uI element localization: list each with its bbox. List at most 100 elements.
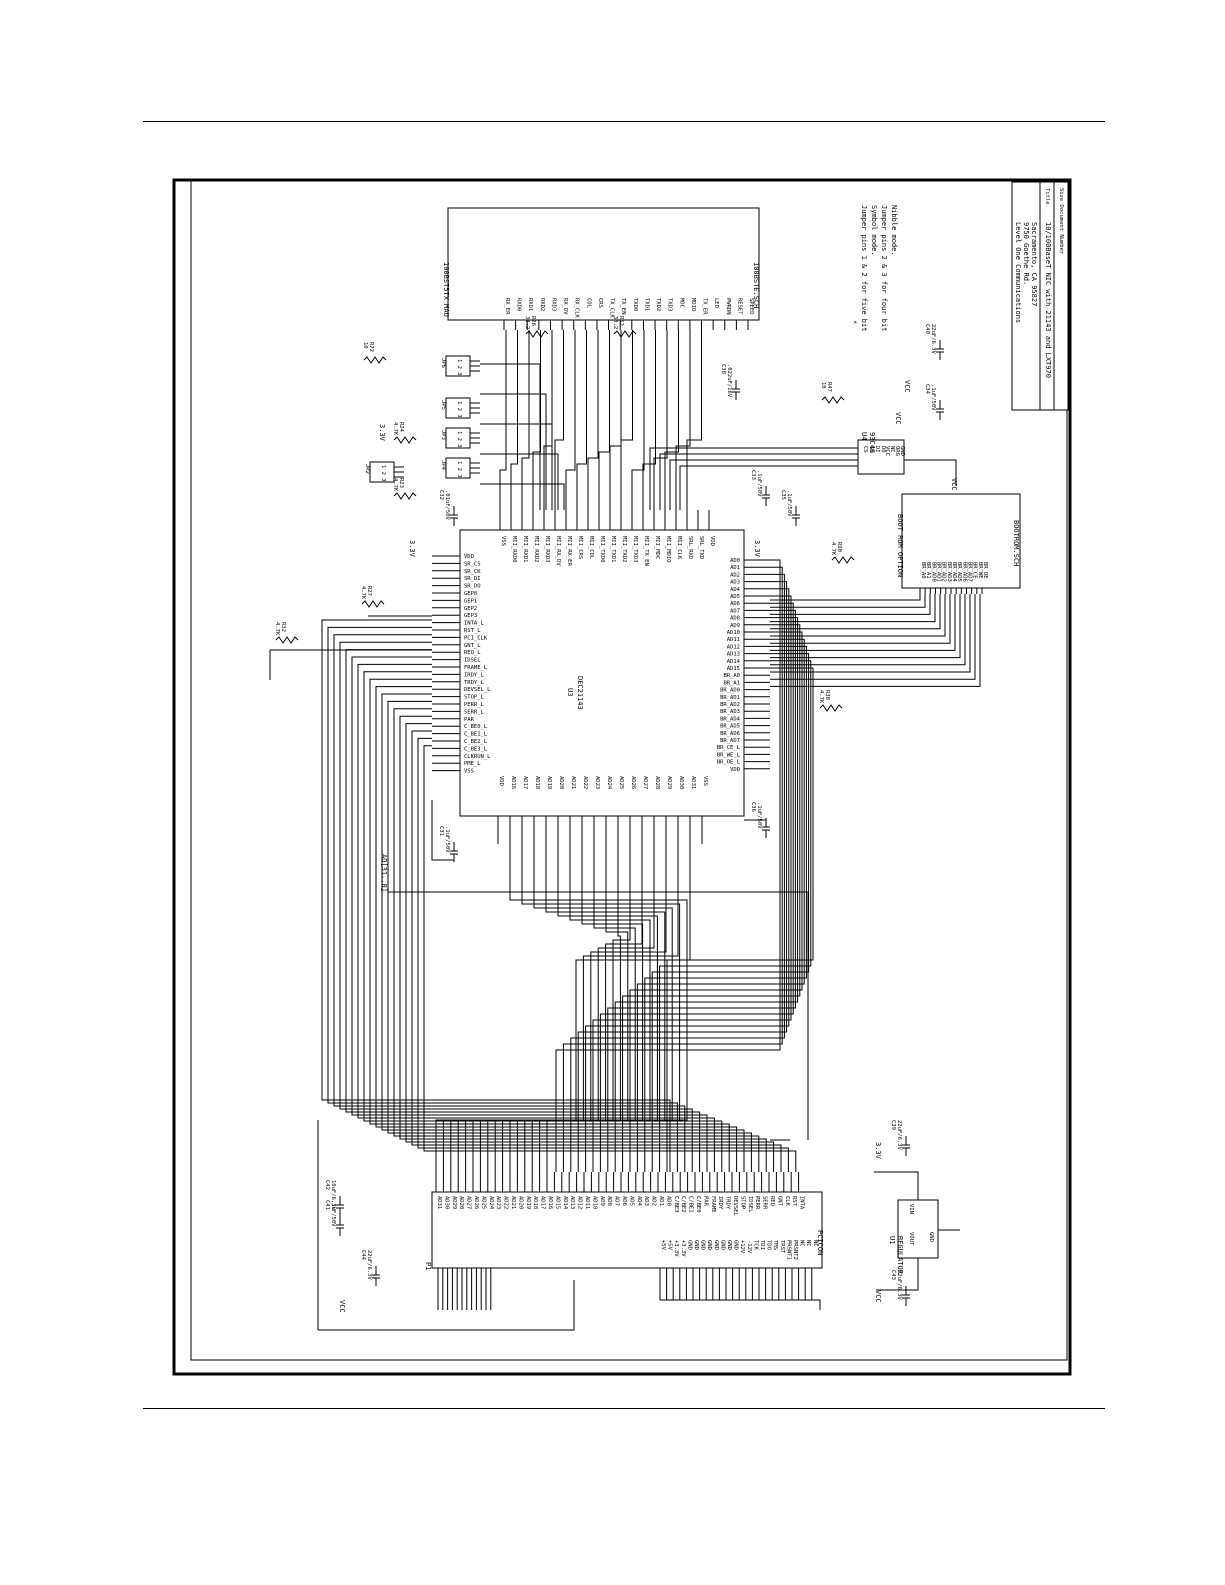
p1-pin-serr: SERR [762,1196,768,1210]
u3-pin-ad20: AD20 [558,776,564,789]
u3-pin-vss: VSS [500,536,506,546]
p1-pin-c-be3: C/BE3 [673,1196,679,1213]
u4-pin-sk: SK [868,446,874,453]
mii-pin-rxd2: RXD2 [539,298,545,311]
u3-pin-c-be0-l: C_BE0_L [464,724,488,730]
u1-pin-vout: VOUT [908,1232,914,1246]
u4-pin-do: DO [880,446,886,453]
u3-pin-mii-rxd1: MII_RXD1 [522,536,528,563]
sheet-inner-border [190,179,1068,1361]
p1-pin--12v: -12V [746,1240,752,1254]
p1-pin-gnd: GND [700,1240,706,1250]
u3-bootrom-net [770,594,921,601]
u3-pin-ad13: AD13 [727,652,740,658]
jumper-net [480,483,565,510]
net-3v3-b: 3.3V [408,540,416,558]
u3-p1-ad-low-net [570,573,785,1172]
u4-ref: U4 [860,432,868,440]
u3-pin-ad21: AD21 [570,776,576,789]
u3-pin-gnt-l: GNT_L [464,643,481,649]
u3-p1-ad-low-net [666,667,814,1172]
u3-pin-ad0: AD0 [730,558,740,564]
u3-pin-devsel-l: DEVSEL_L [464,687,491,693]
p1-pin-frame: FRAME [710,1196,716,1213]
u3-pin-vss: VSS [464,769,474,775]
u3-pin-mii-clk: MII_CLK [676,536,682,560]
u3-pin-frame-l: FRAME_L [464,665,488,671]
capacitor-value-c38: .022uF/16V [726,364,732,398]
u1-part: REGULATOR [896,1236,904,1275]
net-vcc-c: VCC [950,478,958,491]
u3-pin-ad7: AD7 [730,608,740,614]
p1-pin-ad27: AD27 [466,1196,472,1209]
jumper-pin-numbers: 1 2 3 [456,431,462,448]
u3-p1-ad-high-net [435,844,691,1172]
mii-pin-rxd0: RXD0 [516,298,522,311]
capacitor-ref-c39: C39 [890,1120,896,1130]
u3-p1-ad-low-net [614,617,799,1172]
p1-pin-tms: TMS [772,1240,778,1250]
bootrom-pin-br-we: BR_WE [977,562,983,579]
u3-p1-control-net [363,671,723,1172]
u3-pin-ad9: AD9 [730,623,740,629]
u3-p1-ad-high-net [521,844,681,1172]
u3-pin-br-ad2: BR_AD2 [720,702,740,708]
p1-pin-ad16: AD16 [547,1196,553,1209]
u3-pin-vdd: VDD [498,776,504,786]
u3-p1-ad-low-net [555,559,781,1172]
resistor-ref-r90: R90 [836,542,842,552]
mii-pin-reset: RESET [736,298,742,315]
u1-pin-vin: VIN [908,1204,914,1214]
resistor-value-r38: 4.7K [818,690,824,704]
p1-pin-gnd: GND [693,1240,699,1250]
u3-pin-pme-l: PME_L [464,761,481,767]
u3-pin-ad30: AD30 [678,776,684,789]
net-3v3-d: 3.3V [874,1142,882,1160]
p1-pin-tdi: TDI [759,1240,765,1250]
resistor-symbol [831,556,855,564]
bootrom-label: BOOT ROM OPTION [896,514,904,577]
net-bus-label: AD[31..0] [380,854,388,892]
mii-u3-net [554,330,564,510]
mii-pin-txd3: TXD3 [667,298,673,311]
u3-pin-gep2: GEP2 [464,606,477,612]
jumper-ref-jp5: JP5 [440,400,446,410]
p1-pin-ad4: AD4 [636,1196,642,1207]
u3-pin-ad6: AD6 [730,601,740,607]
u3-pin-br-ad1: BR_AD1 [720,695,740,701]
mii-u3-net [609,330,622,510]
p1-pin-inta: INTA [799,1196,805,1210]
jumper-net [480,453,559,510]
u3-p1-ad-low-net [562,566,783,1172]
p1-pin-idsel: IDSEL [747,1196,753,1213]
capacitor-value-c34: .1uF/50V [930,384,936,411]
u3-pin-mii-mdc: MII_MDC [654,536,660,559]
p1-pin-par: PAR [702,1196,708,1207]
u3-controller: U3 DEC21143 VDDSR_CSSR_CKSR_DISR_DOGEP0G… [432,510,770,844]
u3-pin-req-l: REQ_L [464,650,481,656]
resistor-value-r90: 4.7K [830,542,836,556]
u3-pin-ad2: AD2 [730,572,740,578]
u3-p1-ad-high-net [479,844,621,1172]
u3-pin-gep1: GEP1 [464,598,477,604]
p1-pin-devsel: DEVSEL [732,1196,738,1217]
title-size-docnum: Size Document Number [1058,188,1064,255]
u3-p1-control-net [423,745,797,1172]
u3-p1-control-net [369,678,730,1172]
net-vcc-d: VCC [338,1300,346,1313]
bootrom-pin-br-ad1: BR_AD1 [936,562,942,582]
u3-pin-ad28: AD28 [654,776,660,789]
u3-bootrom-net [770,594,941,630]
p1-pin-nc: NC [812,1240,818,1247]
u3-pin-sr-di: SR_DI [464,576,481,582]
resistor-value-r24: 4.7K [392,422,398,436]
u3-pin-vss: VSS [702,776,708,786]
p1-pin-ad17: AD17 [540,1196,546,1209]
p1-pin-ad21: AD21 [510,1196,516,1209]
u3-pin-mii-rxd0: MII_RXD0 [511,536,517,563]
capacitor-value-c40: 22uF/6.3V [930,324,936,354]
bootrom-pin-br-ad0: BR_AD0 [930,562,936,582]
